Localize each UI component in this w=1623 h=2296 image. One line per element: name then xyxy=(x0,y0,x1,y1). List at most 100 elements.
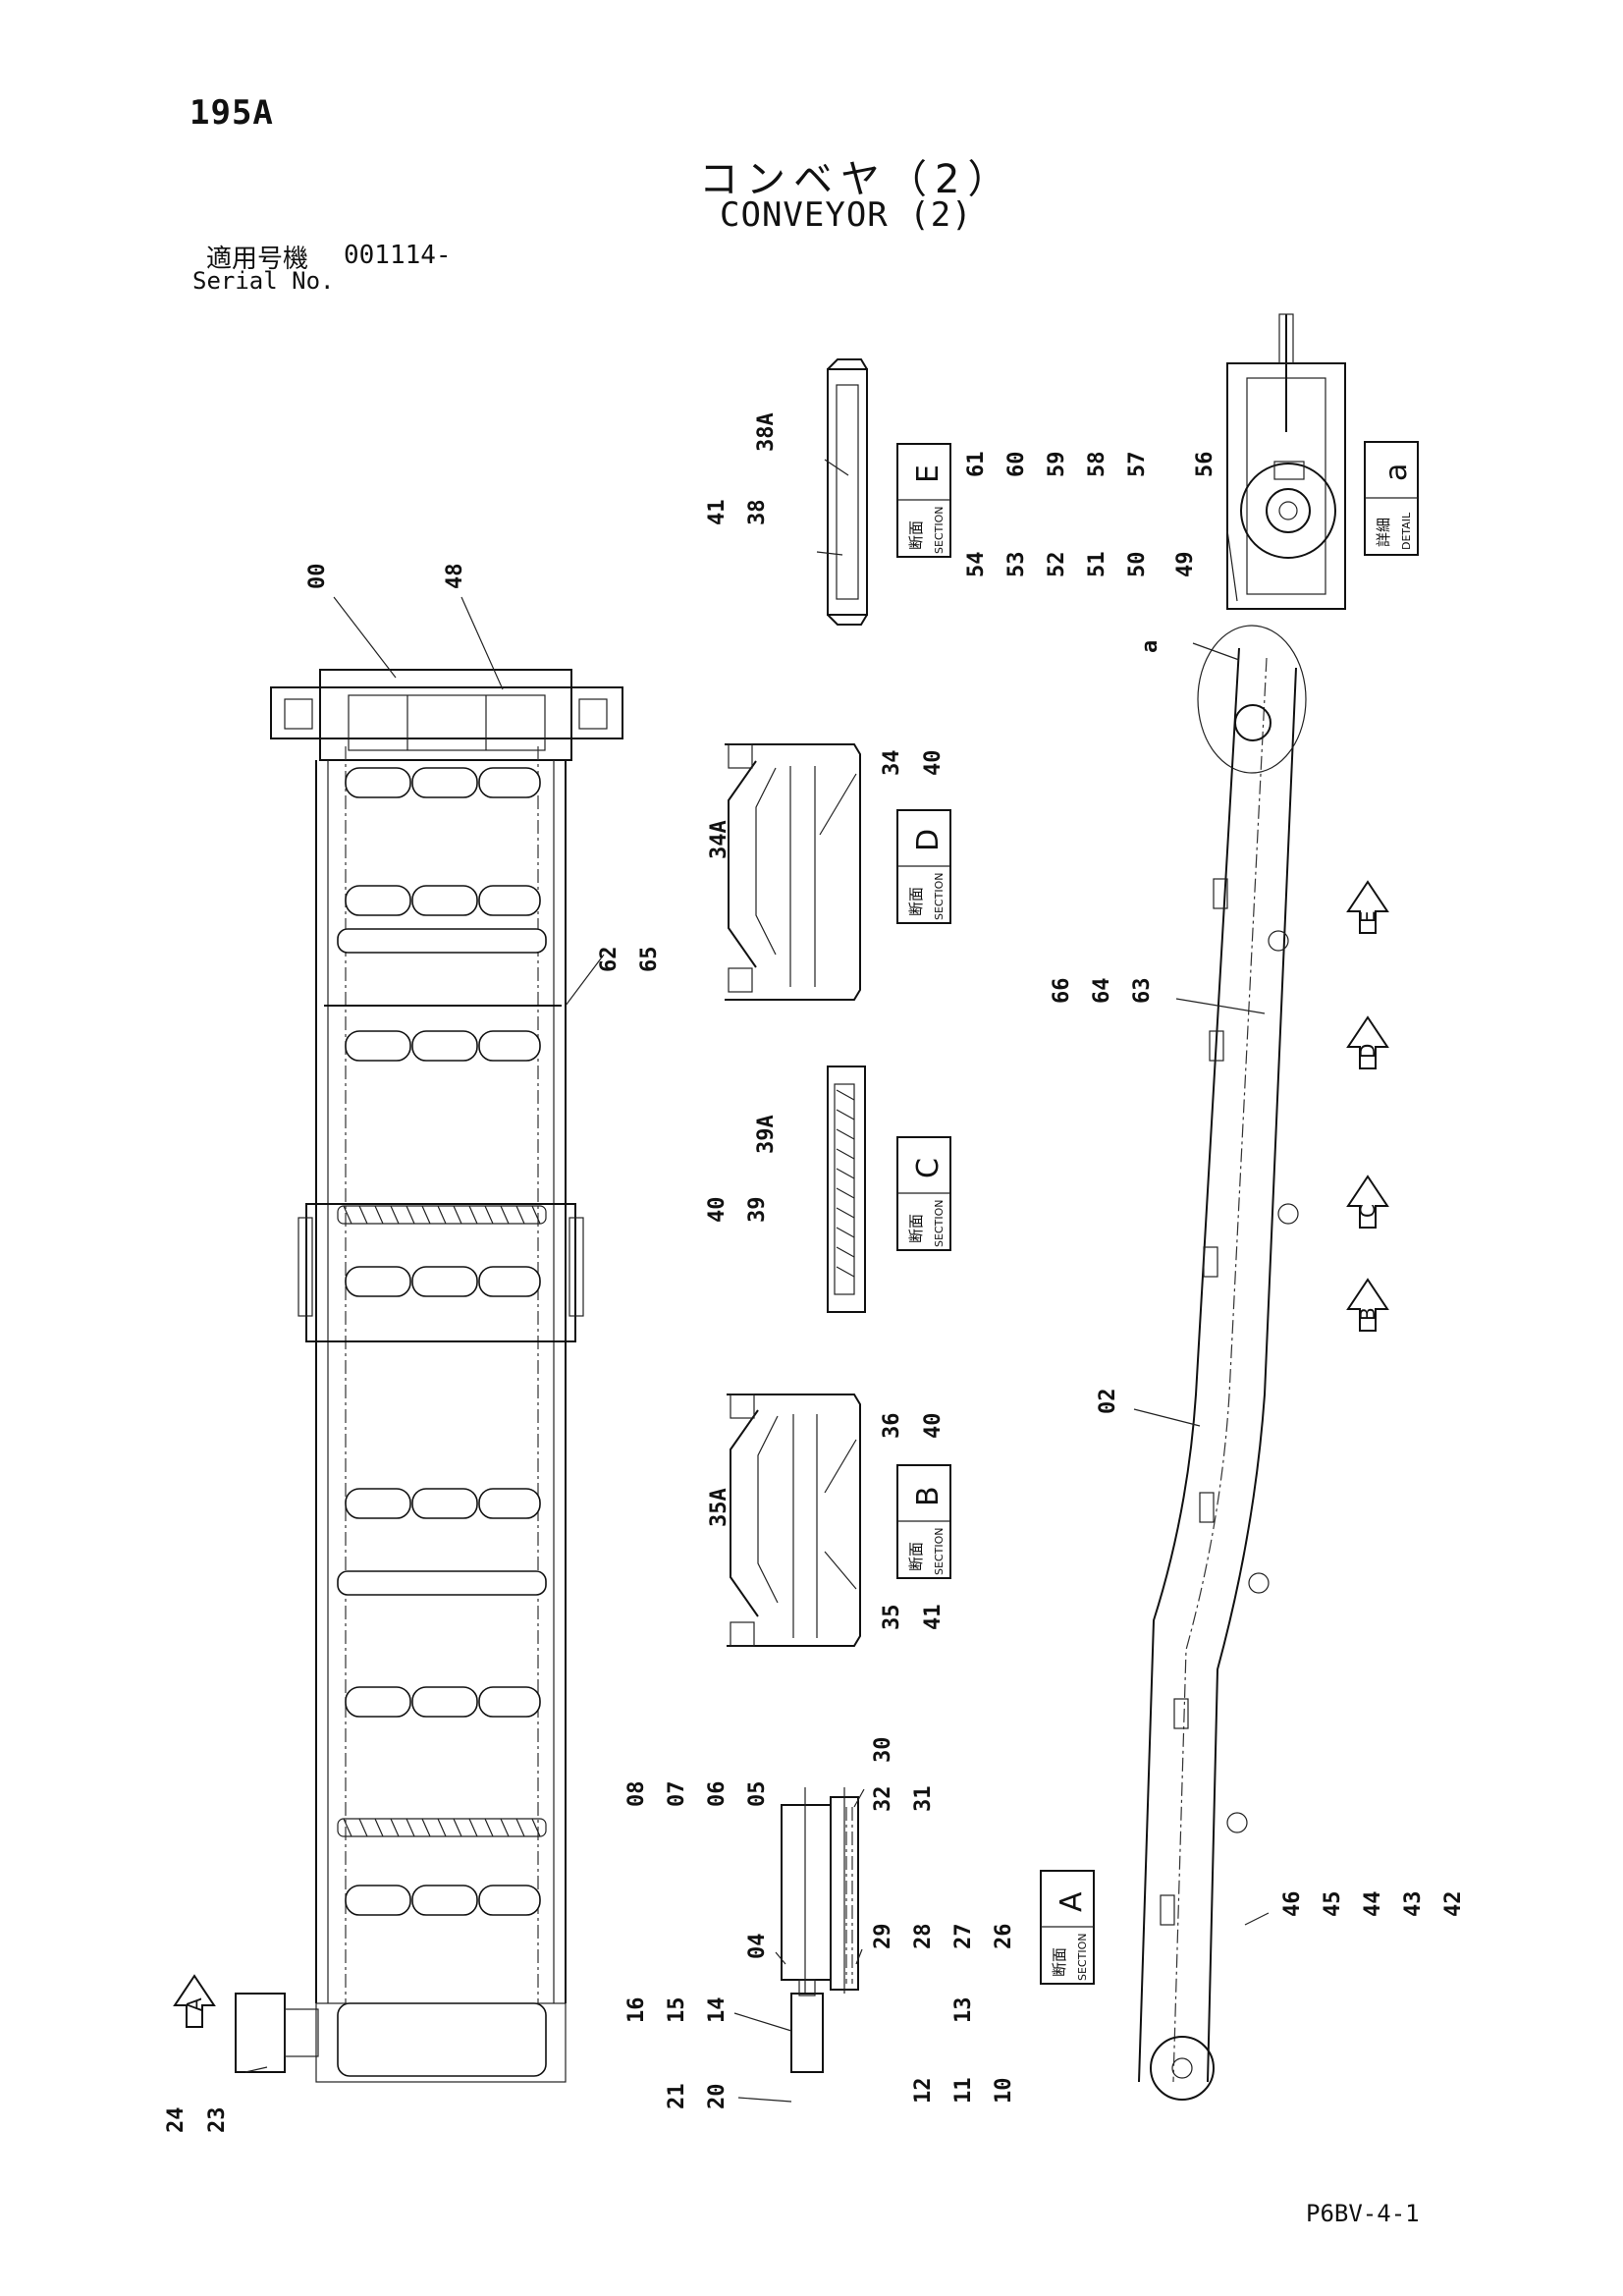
svg-text:断面: 断面 xyxy=(1051,1947,1068,1977)
section-a-label-28: 28 xyxy=(911,1924,936,1950)
side-view xyxy=(1133,625,1307,2101)
side-label-45: 45 xyxy=(1321,1891,1345,1918)
section-a-label-16: 16 xyxy=(624,1997,649,2024)
section-a-label-13: 13 xyxy=(951,1997,976,2024)
svg-text:断面: 断面 xyxy=(907,1214,925,1243)
arrow-marker-d: D xyxy=(1346,1015,1389,1069)
section-a-label-04: 04 xyxy=(745,1934,770,1960)
section-a-label-10: 10 xyxy=(992,2078,1016,2105)
section-a-label-06: 06 xyxy=(705,1781,730,1808)
section-d-label-40: 40 xyxy=(921,750,946,777)
section-a-label-11: 11 xyxy=(951,2078,976,2105)
detail-a-tag: a 詳細 DETAIL xyxy=(1364,441,1419,556)
svg-text:断面: 断面 xyxy=(907,887,925,916)
label-23: 23 xyxy=(205,2107,230,2134)
section-b-label-35: 35 xyxy=(880,1605,904,1631)
section-a-label-05: 05 xyxy=(745,1781,770,1808)
section-b-label-35a: 35A xyxy=(707,1488,731,1527)
serial-label-english: Serial No. xyxy=(192,267,335,295)
svg-text:SECTION: SECTION xyxy=(933,1528,946,1575)
section-e-letter: E xyxy=(911,465,946,483)
side-label-02: 02 xyxy=(1096,1389,1120,1415)
section-a-label-30: 30 xyxy=(871,1737,895,1764)
plan-view xyxy=(235,596,623,2083)
section-b-drawing xyxy=(727,1394,861,1647)
section-e-tag: E 断面 SECTION xyxy=(896,443,951,558)
svg-text:D: D xyxy=(1356,1044,1380,1059)
svg-text:E: E xyxy=(1356,910,1380,923)
section-d-label-34: 34 xyxy=(880,750,904,777)
section-e-label-41: 41 xyxy=(705,500,730,526)
side-label-42: 42 xyxy=(1441,1891,1466,1918)
svg-text:断面: 断面 xyxy=(907,520,925,550)
section-a-label-14: 14 xyxy=(705,1997,730,2024)
label-62: 62 xyxy=(597,947,622,973)
section-c-label-39: 39 xyxy=(745,1197,770,1224)
detail-label-57: 57 xyxy=(1125,452,1150,478)
section-c-drawing xyxy=(827,1066,866,1313)
arrow-marker-b: B xyxy=(1346,1278,1389,1332)
section-d-letter: D xyxy=(911,829,946,851)
label-65: 65 xyxy=(637,947,662,973)
section-a-label-08: 08 xyxy=(624,1781,649,1808)
section-c-label-40: 40 xyxy=(705,1197,730,1224)
detail-label-56: 56 xyxy=(1193,452,1217,478)
section-c-letter: C xyxy=(911,1158,946,1178)
section-d-drawing xyxy=(725,743,861,1001)
svg-text:詳細: 詳細 xyxy=(1375,518,1392,547)
arrow-marker-c: C xyxy=(1346,1175,1389,1229)
section-d-label-34a: 34A xyxy=(707,820,731,859)
svg-text:SECTION: SECTION xyxy=(933,1200,946,1247)
arrow-marker-a: A xyxy=(173,1974,216,2028)
section-a-label-12: 12 xyxy=(911,2078,936,2105)
section-a-drawing xyxy=(781,1787,859,2073)
detail-label-50: 50 xyxy=(1125,552,1150,578)
section-a-label-31: 31 xyxy=(911,1786,936,1813)
document-code: P6BV-4-1 xyxy=(1306,2200,1420,2227)
section-a-label-26: 26 xyxy=(992,1924,1016,1950)
section-a-label-29: 29 xyxy=(871,1924,895,1950)
page-number: 195A xyxy=(189,93,274,133)
detail-a-drawing xyxy=(1226,313,1346,610)
detail-letter: a xyxy=(1380,464,1414,481)
section-b-label-36: 36 xyxy=(880,1413,904,1440)
label-24: 24 xyxy=(164,2107,189,2134)
svg-text:DETAIL: DETAIL xyxy=(1400,512,1413,550)
label-48: 48 xyxy=(443,564,467,590)
detail-label-51: 51 xyxy=(1085,552,1109,578)
detail-label-59: 59 xyxy=(1045,452,1069,478)
section-c-tag: C 断面 SECTION xyxy=(896,1136,951,1251)
side-label-a: a xyxy=(1138,640,1163,653)
side-label-66: 66 xyxy=(1050,978,1074,1005)
section-a-label-15: 15 xyxy=(665,1997,689,2024)
svg-text:B: B xyxy=(1356,1307,1380,1321)
detail-label-54: 54 xyxy=(964,552,989,578)
section-b-label-40: 40 xyxy=(921,1413,946,1440)
svg-text:SECTION: SECTION xyxy=(933,873,946,920)
side-label-44: 44 xyxy=(1361,1891,1385,1918)
label-00: 00 xyxy=(305,564,330,590)
svg-text:A: A xyxy=(183,1997,206,2011)
section-a-label-32: 32 xyxy=(871,1786,895,1813)
section-e-label-38a: 38A xyxy=(754,412,779,452)
section-b-label-41: 41 xyxy=(921,1605,946,1631)
section-b-letter: B xyxy=(911,1486,946,1506)
svg-text:SECTION: SECTION xyxy=(933,507,946,554)
svg-text:断面: 断面 xyxy=(907,1542,925,1571)
section-c-label-39a: 39A xyxy=(754,1115,779,1154)
svg-text:SECTION: SECTION xyxy=(1076,1934,1089,1981)
section-a-label-20: 20 xyxy=(705,2084,730,2110)
detail-label-61: 61 xyxy=(964,452,989,478)
section-a-letter: A xyxy=(1055,1891,1089,1912)
side-label-46: 46 xyxy=(1280,1891,1305,1918)
section-a-label-21: 21 xyxy=(665,2084,689,2110)
serial-label-japanese: 適用号機 xyxy=(206,245,309,274)
side-label-64: 64 xyxy=(1090,978,1114,1005)
serial-value: 001114- xyxy=(344,241,452,270)
section-a-label-07: 07 xyxy=(665,1781,689,1808)
side-label-63: 63 xyxy=(1130,978,1155,1005)
detail-label-49: 49 xyxy=(1173,552,1198,578)
section-a-tag: A 断面 SECTION xyxy=(1040,1870,1095,1985)
detail-label-58: 58 xyxy=(1085,452,1109,478)
